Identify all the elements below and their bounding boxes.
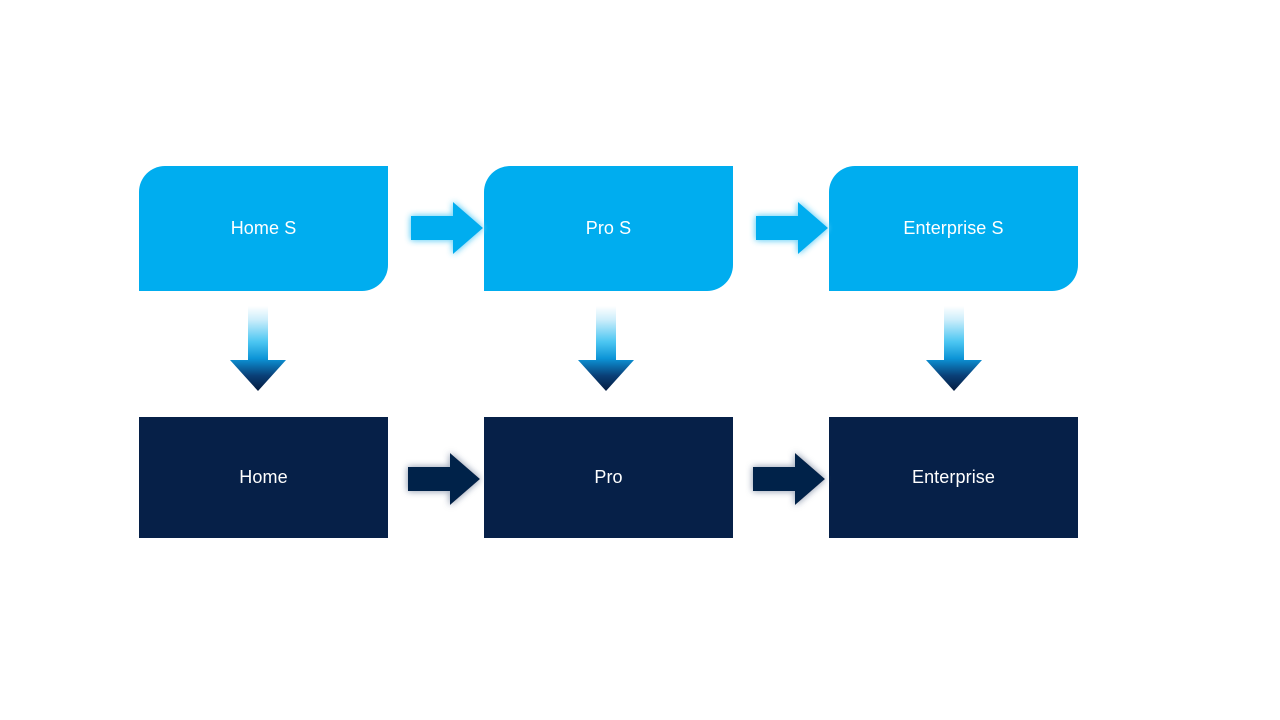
node-label: Pro [594, 466, 623, 487]
node-pro-s[interactable]: Pro S [484, 166, 733, 291]
arrow-down-icon-enterprise-s-to-enterprise [925, 306, 983, 392]
arrow-down-icon-home-s-to-home [229, 306, 287, 392]
arrow-down-icon-pro-s-to-pro [577, 306, 635, 392]
node-home[interactable]: Home [139, 417, 388, 538]
arrow-right-icon-home-s-to-pro-s [406, 197, 488, 259]
node-label: Enterprise [911, 466, 996, 487]
node-label: Home [239, 466, 288, 487]
arrow-right-icon-home-to-pro [403, 448, 485, 510]
node-enterprise[interactable]: Enterprise [829, 417, 1078, 538]
node-home-s[interactable]: Home S [139, 166, 388, 291]
arrow-right-icon-pro-s-to-enterprise-s [751, 197, 833, 259]
node-label: Enterprise S [903, 217, 1004, 238]
node-label: Home S [230, 217, 297, 238]
arrow-right-icon-pro-to-enterprise [748, 448, 830, 510]
node-enterprise-s[interactable]: Enterprise S [829, 166, 1078, 291]
node-pro[interactable]: Pro [484, 417, 733, 538]
node-label: Pro S [585, 217, 632, 238]
